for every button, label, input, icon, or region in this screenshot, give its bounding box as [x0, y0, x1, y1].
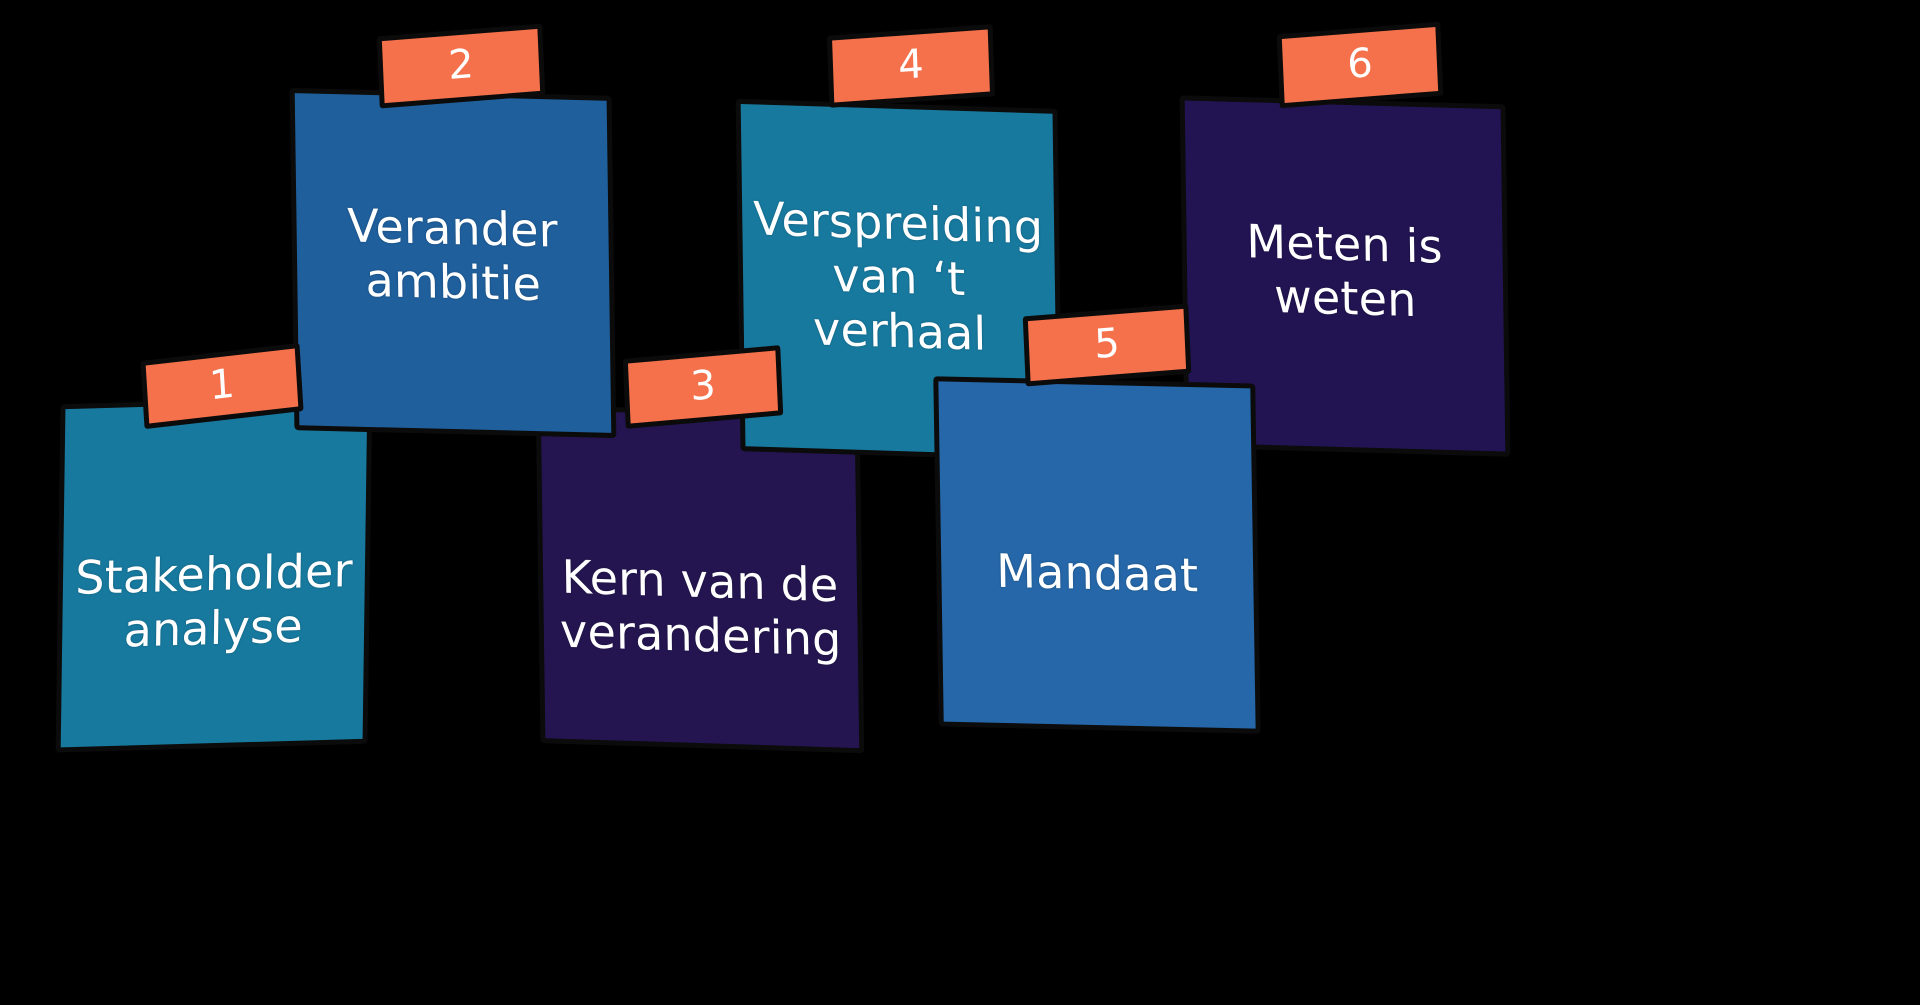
step-number-tab-2[interactable]: 2 [376, 23, 546, 109]
step-number-tab-4-value: 4 [897, 41, 925, 89]
step-number-tab-2-value: 2 [447, 41, 475, 89]
step-card-2[interactable]: Verander ambitie [289, 87, 617, 439]
step-number-tab-1-value: 1 [207, 360, 236, 410]
step-card-3-label: Kern van de verandering [559, 549, 842, 667]
step-number-tab-4[interactable]: 4 [826, 24, 996, 108]
step-card-4-label: Verspreiding van ‘t verhaal [752, 190, 1044, 361]
step-number-tab-6[interactable]: 6 [1276, 21, 1444, 109]
step-card-3[interactable]: Kern van de verandering [535, 404, 865, 754]
step-number-tab-3-value: 3 [689, 361, 717, 411]
step-number-tab-6-value: 6 [1346, 40, 1374, 88]
step-card-2-label: Verander ambitie [346, 198, 559, 312]
step-card-5[interactable]: Mandaat [933, 376, 1261, 734]
step-number-tab-5[interactable]: 5 [1022, 303, 1192, 387]
step-card-1-label: Stakeholder analyse [74, 542, 354, 658]
step-card-5-label: Mandaat [995, 543, 1199, 603]
step-card-1[interactable]: Stakeholder analyse [55, 395, 373, 753]
step-card-6-label: Meten is weten [1245, 213, 1444, 328]
step-number-tab-3[interactable]: 3 [622, 345, 784, 429]
step-number-tab-5-value: 5 [1093, 320, 1121, 368]
